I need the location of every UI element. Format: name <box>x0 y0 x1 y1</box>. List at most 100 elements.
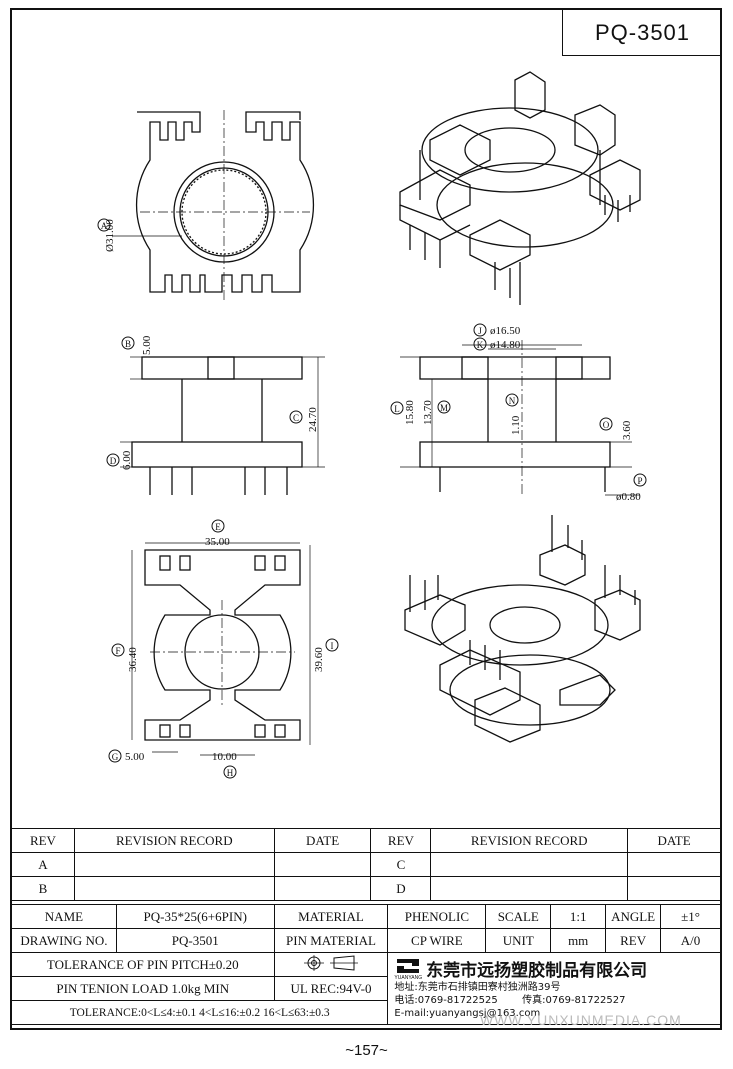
material-value: PHENOLIC <box>387 904 487 929</box>
svg-text:5.00: 5.00 <box>141 335 153 355</box>
angle-label: ANGLE <box>605 904 662 929</box>
pin-material-value: CP WIRE <box>387 928 487 953</box>
drawing-no-label: DRAWING NO. <box>11 928 117 953</box>
svg-text:13.70: 13.70 <box>422 400 434 425</box>
svg-text:A: A <box>101 221 108 231</box>
pin-tension-load: PIN TENION LOAD 1.0kg MIN <box>11 976 275 1001</box>
svg-text:1.10: 1.10 <box>510 415 522 435</box>
svg-text:6.00: 6.00 <box>121 450 133 470</box>
dimension-m: M 13.70 <box>422 400 451 425</box>
svg-text:B: B <box>125 339 131 349</box>
company-phone-fax: 电话:0769-81722525 传真:0769-81722527 <box>394 994 719 1007</box>
title-block: NAME PQ-35*25(6+6PIN) MATERIAL PHENOLIC … <box>10 904 721 1025</box>
dimension-n: N 1.10 <box>505 393 522 435</box>
revision-table: REV REVISION RECORD DATE REV REVISION RE… <box>11 828 721 901</box>
yuanyang-logo-icon <box>397 958 420 973</box>
dimension-k: K ø14.80 <box>473 337 521 351</box>
general-tolerance: TOLERANCE:0<L≤4:±0.1 4<L≤16:±0.2 16<L≤63… <box>10 1000 389 1025</box>
rev-value: A/0 <box>660 928 721 953</box>
dimension-i: I 39.60 <box>313 638 339 672</box>
technical-drawing: A Ø31.00 <box>97 71 647 779</box>
svg-text:36.40: 36.40 <box>127 647 139 672</box>
svg-text:I: I <box>331 641 334 651</box>
svg-text:3.60: 3.60 <box>621 420 633 440</box>
projection-symbol-icon <box>303 954 358 971</box>
svg-text:C: C <box>293 413 299 423</box>
revision-header-row: REV REVISION RECORD DATE REV REVISION RE… <box>11 828 721 853</box>
record-cell <box>73 852 275 877</box>
svg-text:15.80: 15.80 <box>404 400 416 425</box>
rev-header: REV <box>11 828 75 853</box>
rev-cell: A <box>11 852 75 877</box>
record-cell <box>430 876 629 901</box>
dimension-g: G 5.00 <box>108 749 145 763</box>
drawing-sheet-border <box>10 8 722 1030</box>
svg-text:5.00: 5.00 <box>125 751 145 763</box>
dimension-f: F 36.40 <box>111 643 139 672</box>
unit-label: UNIT <box>485 928 552 953</box>
company-fax: 传真:0769-81722527 <box>522 995 626 1006</box>
dimension-j: J ø16.50 <box>473 323 521 337</box>
tolerance-pin-pitch: TOLERANCE OF PIN PITCH±0.20 <box>11 952 275 977</box>
revision-row: B D <box>11 876 721 901</box>
svg-text:ø0.80: ø0.80 <box>616 491 641 503</box>
dimension-c: C 24.70 <box>289 407 319 432</box>
dimension-e: E 35.00 <box>205 519 230 548</box>
ul-rec: UL REC:94V-0 <box>273 976 389 1001</box>
svg-text:24.70: 24.70 <box>307 407 319 432</box>
isometric-view-bottom <box>404 515 641 743</box>
date-cell <box>273 876 372 901</box>
svg-text:N: N <box>509 396 516 406</box>
svg-text:G: G <box>112 752 119 762</box>
isometric-view-top <box>399 71 641 305</box>
unit-value: mm <box>550 928 607 953</box>
pin-material-label: PIN MATERIAL <box>273 928 389 953</box>
scale-value: 1:1 <box>550 904 607 929</box>
bottom-view <box>131 542 311 756</box>
company-address: 地址:东莞市石排镇田寮村独洲路39号 <box>394 982 561 993</box>
svg-text:F: F <box>115 646 120 656</box>
drawing-no-value: PQ-3501 <box>115 928 275 953</box>
dimension-p: P ø0.80 <box>616 473 647 503</box>
date-header: DATE <box>627 828 721 853</box>
company-name: 东莞市远扬塑胶制品有限公司 <box>426 961 648 981</box>
company-email: E-mail:yuanyangsj@163.com <box>394 1008 541 1019</box>
date-cell <box>627 852 721 877</box>
svg-text:L: L <box>394 404 400 414</box>
company-block: YUANYANG 东莞市远扬塑胶制品有限公司 地址:东莞市石排镇田寮村独洲路39… <box>387 952 721 1025</box>
date-cell <box>273 852 372 877</box>
svg-text:10.00: 10.00 <box>212 751 237 763</box>
record-cell <box>73 876 275 901</box>
revision-record-header: REVISION RECORD <box>430 828 629 853</box>
company-phone: 电话:0769-81722525 <box>394 995 498 1006</box>
svg-text:35.00: 35.00 <box>205 536 230 548</box>
revision-row: A C <box>11 852 721 877</box>
svg-text:M: M <box>440 403 448 413</box>
dimension-b: B 5.00 <box>121 335 153 355</box>
svg-text:K: K <box>477 340 484 350</box>
date-header: DATE <box>273 828 372 853</box>
side-view <box>120 356 325 495</box>
scale-label: SCALE <box>485 904 552 929</box>
svg-text:ø14.80: ø14.80 <box>490 339 521 351</box>
dimension-o: O 3.60 <box>599 417 633 440</box>
record-cell <box>430 852 629 877</box>
watermark: WWW.YUNXUNMEDIA.COM <box>480 1012 682 1028</box>
dimension-a: A Ø31.00 <box>97 218 116 252</box>
company-logo: YUANYANG <box>394 957 422 981</box>
part-number-title: PQ-3501 <box>562 10 722 56</box>
dimension-l: L 15.80 <box>390 400 416 425</box>
name-label: NAME <box>11 904 117 929</box>
svg-text:O: O <box>603 420 610 430</box>
svg-text:D: D <box>110 456 117 466</box>
svg-text:Ø31.00: Ø31.00 <box>104 219 116 252</box>
svg-text:ø16.50: ø16.50 <box>490 325 521 337</box>
svg-text:P: P <box>637 476 642 486</box>
rev-cell: B <box>11 876 75 901</box>
revision-record-header: REVISION RECORD <box>73 828 275 853</box>
top-view <box>112 110 315 300</box>
date-cell <box>627 876 721 901</box>
dimension-d: D 6.00 <box>106 450 133 470</box>
section-view <box>400 340 640 496</box>
material-label: MATERIAL <box>273 904 389 929</box>
